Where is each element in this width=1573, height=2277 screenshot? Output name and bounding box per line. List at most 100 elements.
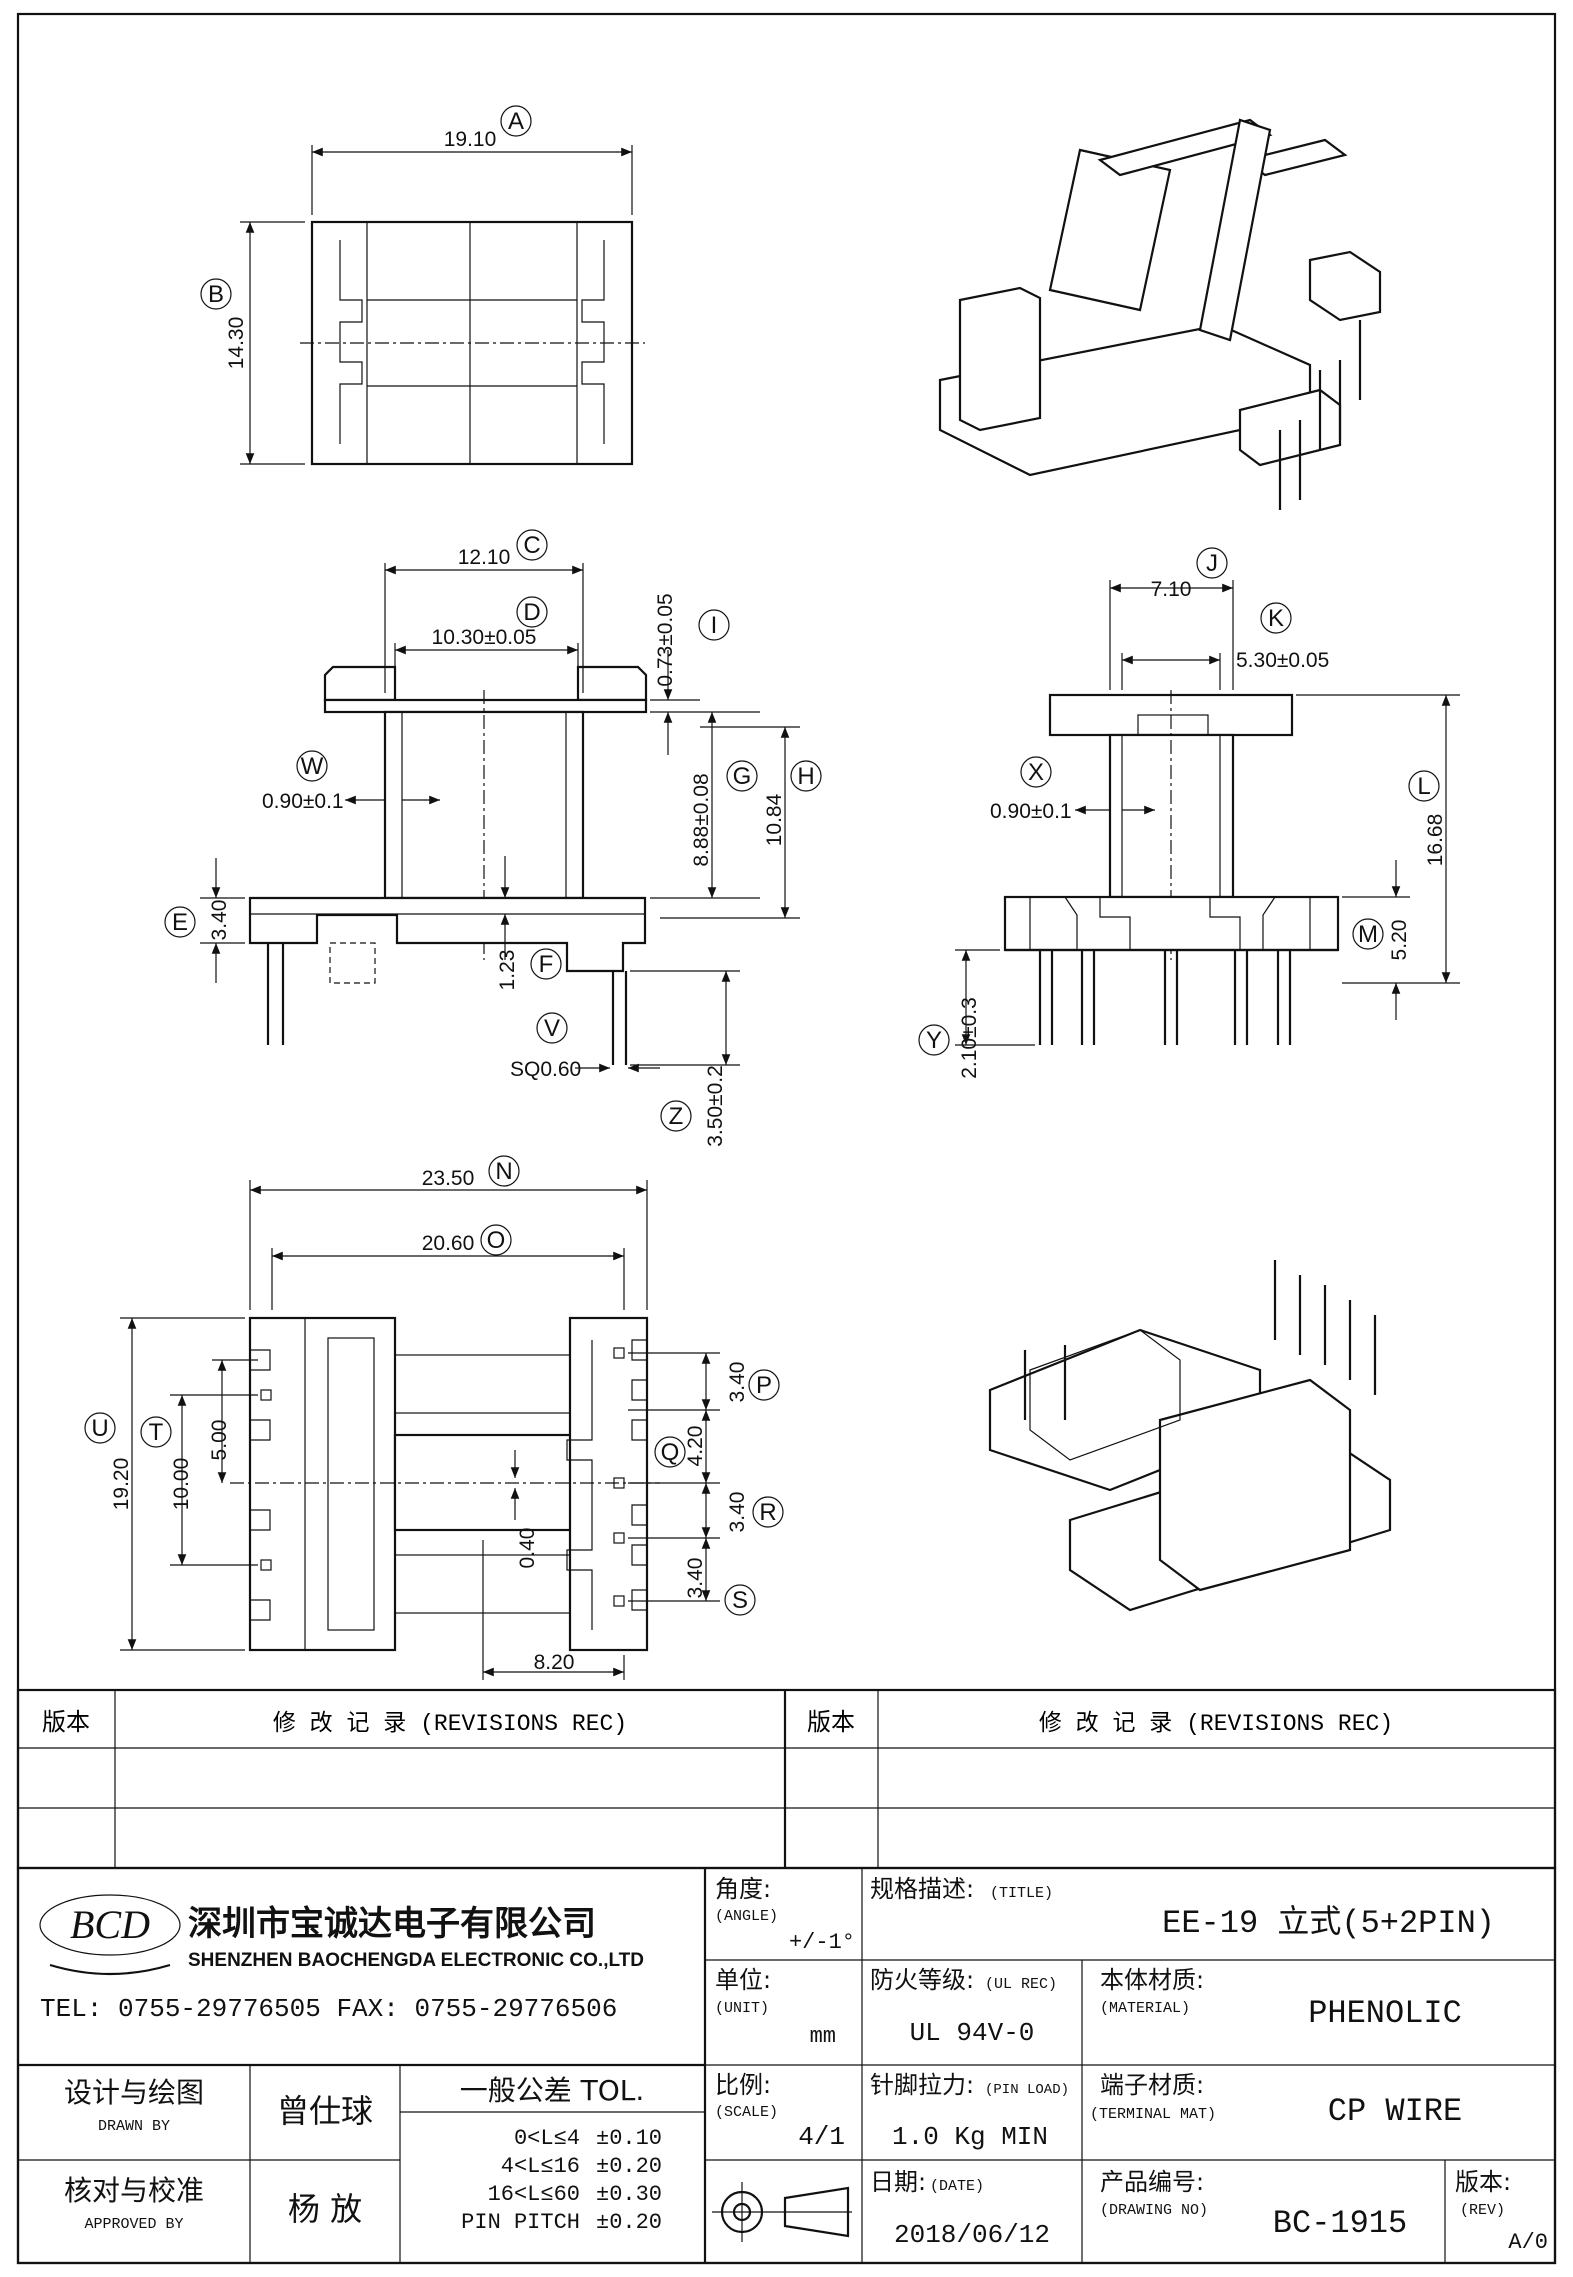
angle-label: 角度:	[715, 1875, 771, 1903]
tol-row-2-value: ±0.30	[596, 2182, 662, 2207]
pinload-label-en: (PIN LOAD)	[985, 2082, 1069, 2098]
revision-col-record-left: 修 改 记 录 (REVISIONS REC)	[273, 1710, 627, 1737]
dim-o-value: 20.60	[422, 1232, 475, 1255]
dim-b-letter: B	[208, 281, 224, 308]
dim-p-value: 3.40	[726, 1362, 749, 1403]
drawn-label: 设计与绘图	[64, 2076, 204, 2109]
drawn-value: 曾仕球	[277, 2092, 373, 2130]
unit-label-en: (UNIT)	[715, 2000, 769, 2017]
dim-x-letter: X	[1028, 759, 1044, 786]
company-tel-fax: TEL: 0755-29776505 FAX: 0755-29776506	[40, 1994, 617, 2024]
drawingno-value: BC-1915	[1273, 2205, 1407, 2242]
dim-y-value: 2.10±0.3	[958, 997, 981, 1079]
side-view: 7.10 J 5.30±0.05 K 0.90±0.1 X 16.68 L 5.…	[918, 547, 1460, 1079]
date-label: 日期:	[870, 2168, 926, 2196]
tolerance-title: 一般公差 TOL.	[460, 2074, 645, 2107]
top-view: 19.10 A 14.30 B	[200, 105, 645, 466]
title-value: EE-19 立式(5+2PIN)	[1162, 1904, 1495, 1942]
dim-q2-value: 0.40	[516, 1528, 539, 1569]
dim-u-value: 19.20	[110, 1458, 133, 1511]
dim-m-letter: M	[1358, 921, 1378, 948]
dim-d-value: 10.30±0.05	[432, 626, 537, 649]
company-name-cn: 深圳市宝诚达电子有限公司	[188, 1904, 596, 1944]
title-label: 规格描述:	[870, 1875, 974, 1903]
dim-q-value: 4.20	[684, 1426, 707, 1467]
date-label-en: (DATE)	[930, 2178, 984, 2195]
dim-y-letter: Y	[926, 1027, 942, 1054]
rev-label-en: (REV)	[1460, 2202, 1505, 2219]
dim-h-value: 10.84	[763, 793, 786, 846]
dim-d-letter: D	[523, 599, 540, 626]
dim-t2-value: 5.00	[208, 1420, 231, 1461]
dim-z-value: 3.50±0.2	[704, 1065, 727, 1147]
dim-b-value: 14.30	[225, 317, 248, 370]
dim-g-letter: G	[733, 763, 752, 790]
revision-col-version-right: 版本	[807, 1708, 855, 1736]
tol-row-3-value: ±0.20	[596, 2210, 662, 2235]
scale-value: 4/1	[798, 2122, 845, 2152]
dim-s-value: 3.40	[684, 1558, 707, 1599]
dim-c-value: 12.10	[458, 546, 511, 569]
dim-c-letter: C	[523, 532, 540, 559]
dim-v-letter: V	[544, 1015, 560, 1042]
dim-l-value: 16.68	[1424, 814, 1447, 867]
ul-value: UL 94V-0	[910, 2018, 1035, 2048]
pinload-value: 1.0 Kg MIN	[892, 2122, 1048, 2152]
dim-t-value: 10.00	[170, 1458, 193, 1511]
dim-e-letter: E	[172, 909, 188, 936]
angle-label-en: (ANGLE)	[715, 1908, 778, 1925]
revision-table: 版本 修 改 记 录 (REVISIONS REC) 版本 修 改 记 录 (R…	[16, 1688, 1557, 1870]
dim-j-letter: J	[1206, 550, 1218, 577]
dim-e-value: 3.40	[208, 900, 231, 941]
date-value: 2018/06/12	[894, 2220, 1050, 2250]
dim-n-letter: N	[495, 1158, 512, 1185]
isometric-view-top	[938, 118, 1382, 510]
terminal-value: CP WIRE	[1328, 2093, 1462, 2130]
drawn-label-en: DRAWN BY	[98, 2118, 170, 2135]
company-name-en: SHENZHEN BAOCHENGDA ELECTRONIC CO.,LTD	[188, 1950, 644, 1971]
dim-h-letter: H	[797, 763, 814, 790]
title-label-en: (TITLE)	[990, 1885, 1053, 1902]
dim-j-value: 7.10	[1151, 578, 1192, 601]
rev-value: A/0	[1508, 2230, 1548, 2255]
dim-i-value: 0.73±0.05	[654, 593, 677, 686]
rev-label: 版本:	[1455, 2168, 1511, 2196]
material-value: PHENOLIC	[1308, 1995, 1462, 2032]
terminal-label-en: (TERMINAL MAT)	[1090, 2106, 1216, 2123]
dim-w-value: 0.90±0.1	[262, 790, 344, 813]
dim-p-letter: P	[756, 1372, 772, 1399]
tol-row-1-value: ±0.20	[596, 2154, 662, 2179]
dim-i-letter: I	[711, 612, 718, 639]
revision-col-record-right: 修 改 记 录 (REVISIONS REC)	[1039, 1710, 1393, 1737]
dim-l-letter: L	[1417, 773, 1430, 800]
front-view: 12.10 C 10.30±0.05 D 0.73±0.05 I 0.90±0.…	[164, 529, 822, 1147]
approved-label: 核对与校准	[64, 2174, 204, 2207]
dim-v-value: SQ0.60	[510, 1058, 581, 1081]
dim-g-value: 8.88±0.08	[690, 773, 713, 866]
company-logo: BCD	[39, 1894, 181, 1976]
dim-k-letter: K	[1268, 605, 1284, 632]
dim-k-value: 5.30±0.05	[1236, 649, 1329, 672]
drawingno-label: 产品编号:	[1100, 2168, 1204, 2196]
svg-text:BCD: BCD	[70, 1902, 150, 1947]
approved-value: 杨 放	[288, 2190, 362, 2228]
dim-x-value: 0.90±0.1	[990, 800, 1072, 823]
dim-r-value: 3.40	[726, 1492, 749, 1533]
dim-m-value: 5.20	[1388, 920, 1411, 961]
isometric-view-bottom	[988, 1260, 1392, 1612]
scale-label-en: (SCALE)	[715, 2104, 778, 2121]
dim-r-letter: R	[759, 1499, 776, 1526]
dim-a-value: 19.10	[444, 128, 497, 151]
dim-q-letter: Q	[661, 1439, 680, 1466]
dim-f-value: 1.23	[496, 950, 519, 991]
material-label-en: (MATERIAL)	[1100, 2000, 1190, 2017]
scale-label: 比例:	[715, 2071, 771, 2099]
tol-row-3-range: PIN PITCH	[461, 2210, 580, 2235]
dim-n-value: 23.50	[422, 1167, 475, 1190]
tol-row-2-range: 16<L≤60	[488, 2182, 580, 2207]
pinload-label: 针脚拉力:	[870, 2071, 974, 2099]
dim-z-letter: Z	[669, 1103, 684, 1130]
ul-label: 防火等级:	[870, 1966, 974, 1994]
title-block: BCD 深圳市宝诚达电子有限公司 SHENZHEN BAOCHENGDA ELE…	[16, 1866, 1557, 2265]
